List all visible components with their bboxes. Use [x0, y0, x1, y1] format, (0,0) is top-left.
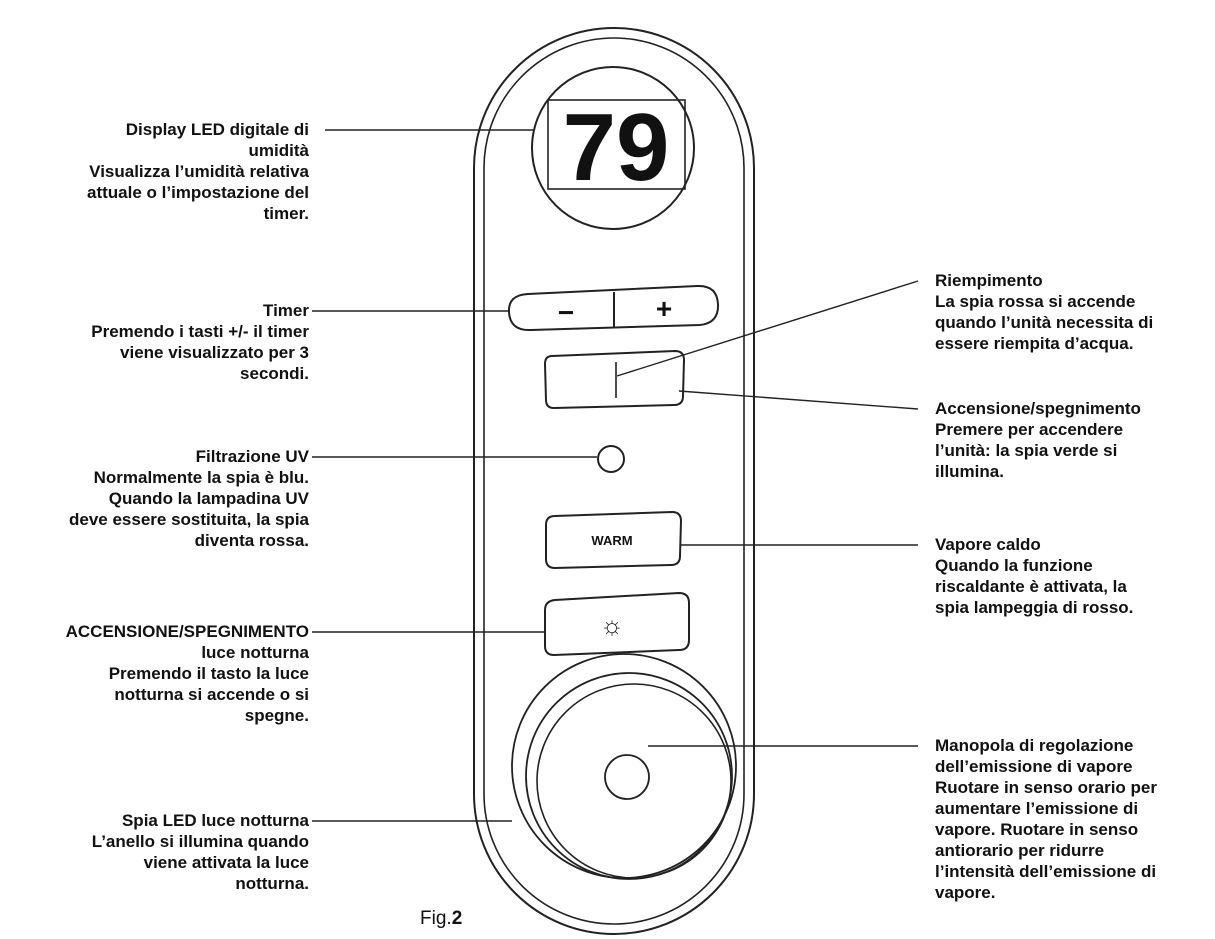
- label-desc-line: l’intensità dell’emissione di: [935, 862, 1157, 881]
- label-desc-line: spegne.: [244, 706, 309, 725]
- label-desc-line: vapore.: [935, 883, 996, 902]
- label-desc-line: attuale o l’impostazione del: [87, 183, 309, 202]
- label-power: Accensione/spegnimento Premere per accen…: [935, 398, 1141, 482]
- label-desc-line: deve essere sostituita, la spia: [68, 510, 309, 529]
- label-desc-line: Premendo il tasto la luce: [108, 664, 309, 683]
- label-uv-filter: Filtrazione UV Normalmente la spia è blu…: [69, 446, 309, 551]
- label-desc-line: Ruotare in senso orario per: [935, 778, 1157, 797]
- label-desc-line: antiorario per ridurre: [935, 841, 1105, 860]
- label-title: Accensione/spegnimento: [935, 399, 1141, 418]
- label-desc-line: Premendo i tasti +/- il timer: [91, 322, 309, 341]
- label-title: Display LED digitale di: [125, 120, 309, 139]
- label-timer: Timer Premendo i tasti +/- il timer vien…: [91, 300, 309, 384]
- panel-outline-outer: [473, 27, 755, 935]
- label-desc-line: aumentare l’emissione di: [935, 799, 1139, 818]
- label-title: Filtrazione UV: [195, 447, 309, 466]
- label-desc-line: viene attivata la luce: [143, 853, 309, 872]
- label-desc-line: quando l’unità necessita di: [935, 313, 1154, 332]
- figure-prefix: Fig.: [420, 908, 452, 929]
- panel-outline-inner: [483, 37, 745, 925]
- label-warm-mist: Vapore caldo Quando la funzione riscalda…: [935, 534, 1133, 618]
- label-desc-line: viene visualizzato per 3: [120, 343, 309, 362]
- timer-rocker[interactable]: − +: [507, 284, 720, 332]
- label-desc-line: Quando la funzione: [935, 556, 1093, 575]
- label-title: Riempimento: [935, 271, 1043, 290]
- knob-center-cap: [604, 754, 650, 800]
- label-desc-line: La spia rossa si accende: [935, 292, 1136, 311]
- label-desc-line: riscaldante è attivata, la: [935, 577, 1127, 596]
- label-desc-line: illumina.: [935, 462, 1004, 481]
- label-desc-line: notturna si accende o si: [114, 685, 309, 704]
- label-title: Manopola di regolazione: [935, 736, 1134, 755]
- display-window: [547, 99, 686, 190]
- label-desc-line: dell’emissione di vapore: [935, 757, 1133, 776]
- label-desc-line: timer.: [263, 204, 309, 223]
- label-desc-line: Normalmente la spia è blu.: [93, 468, 309, 487]
- mist-control-knob[interactable]: [511, 653, 737, 880]
- display-bezel: [531, 66, 695, 230]
- warm-button-label: WARM: [591, 533, 632, 548]
- night-light-button[interactable]: ☼: [544, 591, 690, 657]
- label-desc-line: essere riempita d’acqua.: [935, 334, 1134, 353]
- label-title: ACCENSIONE/SPEGNIMENTO: [65, 622, 309, 641]
- label-desc-line: Premere per accendere: [935, 420, 1124, 439]
- label-desc-line: vapore. Ruotare in senso: [935, 820, 1139, 839]
- label-desc-line: diventa rossa.: [194, 531, 309, 550]
- timer-plus-button[interactable]: +: [656, 293, 672, 324]
- label-desc-line: spia lampeggia di rosso.: [935, 598, 1134, 617]
- label-desc-line: notturna.: [235, 874, 309, 893]
- night-light-led-ring: [511, 653, 737, 879]
- leader-lines-right: [616, 280, 919, 747]
- figure-number: 2: [451, 908, 463, 929]
- label-mist-knob: Manopola di regolazione dell’emissione d…: [935, 735, 1157, 903]
- label-title-cont: umidità: [248, 141, 309, 160]
- warm-button[interactable]: WARM: [545, 510, 683, 570]
- leader-lines-left: [312, 129, 597, 822]
- uv-indicator-light: [597, 445, 625, 473]
- label-title-cont: luce notturna: [201, 643, 309, 662]
- label-refill: Riempimento La spia rossa si accende qua…: [935, 270, 1153, 354]
- humidity-display-value: 79: [563, 94, 670, 201]
- figure-caption: Fig.2: [420, 908, 462, 930]
- label-title: Vapore caldo: [935, 535, 1041, 554]
- label-desc-line: L’anello si illumina quando: [91, 832, 309, 851]
- label-desc-line: Visualizza l’umidità relativa: [89, 162, 309, 181]
- label-desc-line: Quando la lampadina UV: [108, 489, 309, 508]
- label-display-led: Display LED digitale di umidità Visualiz…: [87, 119, 309, 224]
- sun-icon: ☼: [600, 610, 624, 640]
- label-title: Timer: [263, 301, 309, 320]
- label-night-light-switch: ACCENSIONE/SPEGNIMENTO luce notturna Pre…: [66, 621, 309, 726]
- power-button[interactable]: [543, 349, 686, 410]
- timer-minus-button[interactable]: −: [558, 297, 574, 328]
- label-desc-line: secondi.: [240, 364, 309, 383]
- label-title: Spia LED luce notturna: [121, 811, 309, 830]
- label-night-light-led: Spia LED luce notturna L’anello si illum…: [92, 810, 309, 894]
- label-desc-line: l’unità: la spia verde si: [935, 441, 1118, 460]
